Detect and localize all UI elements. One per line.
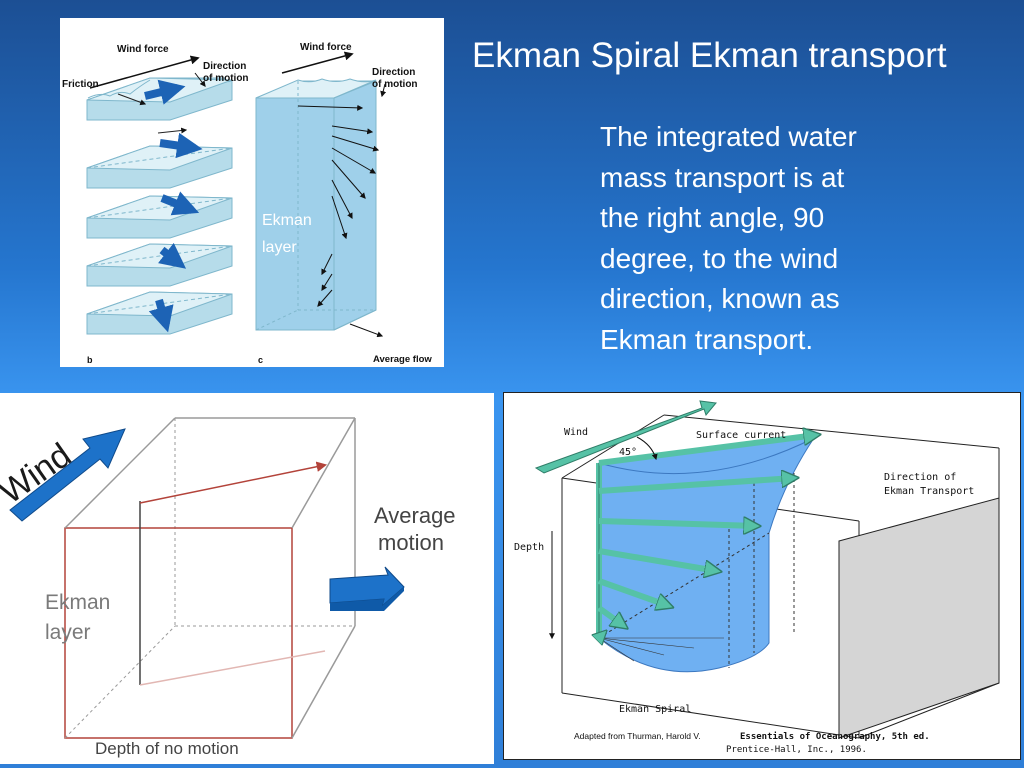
spiral-arrow: [597, 578, 669, 606]
wind-force-arrow: [89, 55, 200, 89]
spiral-arrow: [598, 478, 794, 494]
spiral-arrow: [597, 605, 624, 626]
layer-slab: [86, 145, 233, 189]
ekman-spiral-figure: Wind 45° Surface current Direction of Ek…: [503, 392, 1021, 760]
spiral-arrow: [598, 521, 756, 526]
ekman-layer-label-2: layer: [262, 239, 297, 256]
average-motion-label-2: motion: [378, 530, 444, 555]
spiral-arrow: [331, 195, 348, 240]
spiral-arrow: [599, 633, 604, 638]
panel-label-b: b: [87, 355, 93, 365]
spiral-arrow: [321, 253, 333, 276]
spiral-arrow: [297, 104, 364, 111]
depth-no-motion-label: Depth of no motion: [95, 739, 239, 758]
ekman-layer-label-2: layer: [45, 621, 91, 644]
ekman-box-svg: Wind Average motion Ekman layer Depth of…: [0, 417, 456, 758]
depth-label: Depth: [514, 542, 544, 553]
spiral-arrow: [321, 273, 333, 292]
spiral-arrow: [317, 289, 333, 307]
water-column: [255, 78, 377, 331]
credit-book: Essentials of Oceanography, 5th ed.: [740, 731, 930, 742]
hodograph-line: [598, 637, 665, 656]
body-line: the right angle, 90: [600, 202, 825, 233]
credit-prefix: Adapted from Thurman, Harold V.: [574, 731, 701, 741]
layer-slab: [86, 195, 233, 239]
body-line: The integrated water: [600, 121, 857, 152]
motion-arrow: [157, 242, 187, 269]
wind-arrow: [9, 428, 126, 522]
slide-title: Ekman Spiral Ekman transport: [472, 36, 947, 75]
box-back-face: [174, 417, 356, 627]
wind-arrow: [534, 400, 717, 474]
motion-arrow: [148, 298, 174, 333]
angle-label: 45°: [619, 447, 637, 458]
spiral-arrow: [331, 125, 374, 135]
box-front-face: [64, 417, 356, 739]
body-line: direction, known as: [600, 283, 840, 314]
spiral-arrow: [331, 179, 353, 220]
hodograph-line: [598, 637, 695, 649]
ekman-layers-figure: Wind force Friction Direction of motion …: [60, 18, 444, 367]
panel-label-c: c: [258, 355, 263, 365]
layer-stack: [86, 77, 233, 335]
ekman-box-figure: Wind Average motion Ekman layer Depth of…: [0, 393, 494, 764]
average-motion-label-1: Average: [374, 503, 456, 528]
friction-arrow: [157, 127, 188, 134]
friction-arrow: [117, 93, 147, 106]
average-flow-label: Average flow: [373, 354, 432, 365]
wind-label: Wind: [564, 427, 588, 438]
direction-pointer: [194, 72, 206, 87]
direction-label-1: Direction of: [884, 472, 956, 483]
direction-label-b2: of motion: [203, 73, 249, 84]
spiral-arrow: [598, 548, 717, 571]
ekman-spiral-label: Ekman Spiral: [619, 704, 691, 715]
surface-current-label: Surface current: [696, 430, 786, 441]
direction-label-2: Ekman Transport: [884, 486, 974, 497]
spiral-arrow: [331, 159, 366, 199]
ekman-transport-plane: [838, 497, 1000, 739]
angle-arc: [636, 436, 658, 461]
spiral-arrow: [598, 435, 816, 466]
slide-body-text: The integrated water mass transport is a…: [600, 117, 1000, 360]
body-line: mass transport is at: [600, 161, 845, 193]
ekman-layers-svg: Wind force Friction Direction of motion …: [62, 42, 432, 365]
body-line: Ekman transport.: [600, 323, 814, 355]
direction-label-b1: Direction: [203, 61, 246, 72]
layer-slab: [86, 243, 233, 287]
average-flow-arrow: [349, 323, 384, 338]
ekman-layer-label-1: Ekman: [45, 591, 110, 614]
motion-arrow: [159, 132, 203, 159]
surface-motion-arrow: [139, 461, 328, 504]
friction-label: Friction: [62, 79, 99, 90]
layer-slab: [86, 77, 233, 121]
credit-publisher: Prentice-Hall, Inc., 1996.: [726, 745, 867, 755]
motion-arrow: [144, 79, 186, 105]
motion-arrow: [160, 191, 200, 216]
wind-force-arrow: [281, 51, 354, 74]
wind-force-label-b: Wind force: [117, 44, 169, 55]
ekman-layer-bottom: [139, 650, 326, 686]
direction-label-c2: of motion: [372, 79, 418, 90]
body-line: degree, to the wind: [600, 242, 839, 274]
direction-pointer: [380, 83, 387, 98]
wind-force-label-c: Wind force: [300, 42, 352, 53]
direction-label-c1: Direction: [372, 67, 415, 78]
ekman-layer-label-1: Ekman: [262, 212, 312, 229]
spiral-arrow: [331, 135, 380, 152]
average-motion-arrow: [329, 566, 405, 611]
spiral-arrow: [331, 147, 377, 174]
ekman-spiral-svg: Wind 45° Surface current Direction of Ek…: [514, 400, 1000, 755]
